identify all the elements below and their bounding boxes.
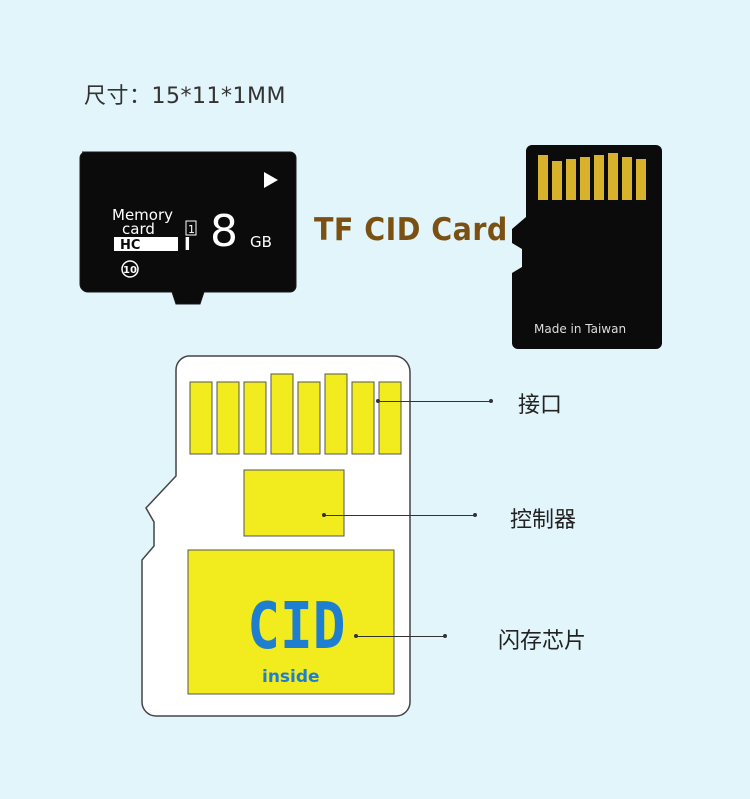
class-mark: 1: [188, 223, 195, 236]
speed-class-text: 10: [123, 265, 137, 276]
capacity-text: 8: [210, 206, 238, 257]
hc-logo: HC: [120, 238, 140, 253]
made-in-text: Made in Taiwan: [534, 322, 626, 336]
title: TF CID Card: [314, 212, 508, 248]
card-label: card: [122, 220, 155, 238]
controller-label: 控制器: [510, 508, 577, 533]
flash-label: 闪存芯片: [498, 629, 587, 654]
flash-chip: [187, 549, 395, 695]
interface-label: 接口: [518, 393, 563, 418]
cid-text: CID: [247, 590, 345, 664]
memory-label: Memory: [112, 206, 173, 224]
arrow-icon: [264, 172, 278, 188]
controller-dot-end: [473, 513, 477, 517]
microsd-card-front: Memory card 1 HC I 8 GB 10: [79, 151, 297, 305]
microsd-card-back: Made in Taiwan: [512, 145, 662, 349]
controller-chip: [243, 469, 345, 537]
card-structure-diagram: CID inside: [141, 355, 411, 717]
size-text: 尺寸：15*11*1MM: [84, 84, 286, 109]
inside-text: inside: [262, 667, 320, 687]
flash-dot-end: [443, 634, 447, 638]
interface-line: [378, 401, 492, 402]
interface-dot-end: [489, 399, 493, 403]
interface-pins: [189, 373, 402, 455]
controller-line: [324, 515, 476, 516]
speed-class-icon: [121, 260, 139, 278]
gold-contacts: [538, 153, 646, 200]
flash-line: [356, 636, 446, 637]
type-mark: I: [184, 234, 191, 255]
unit-text: GB: [250, 233, 272, 251]
